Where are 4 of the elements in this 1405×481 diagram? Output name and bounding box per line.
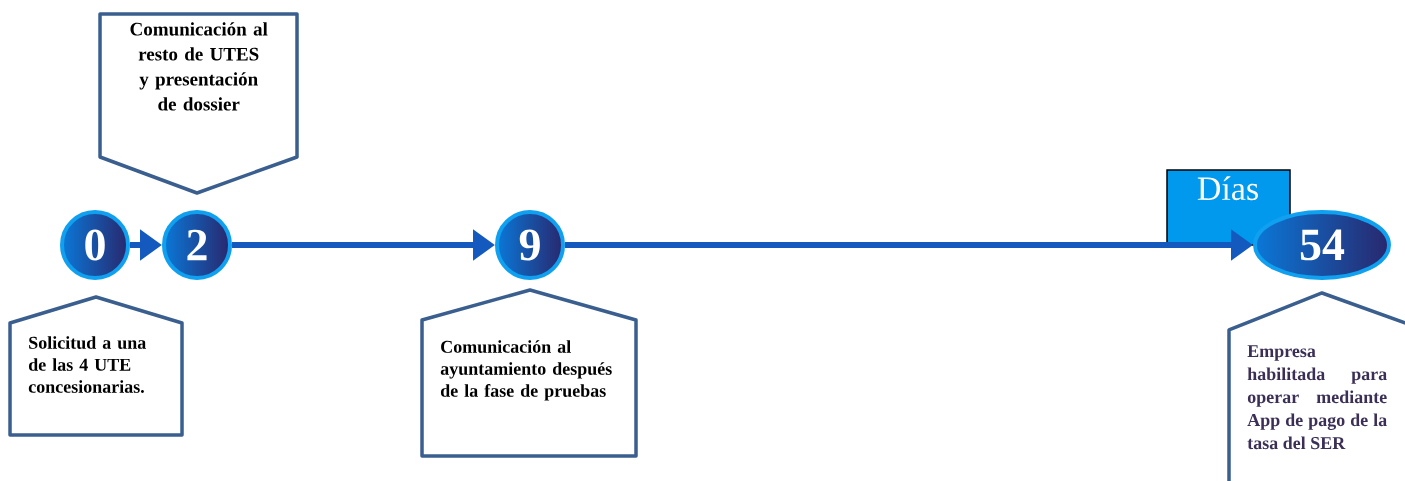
callout-box: Empresa habilitada para operar mediante App de pago de la tasa del SER [1227,291,1405,481]
callout-box: Comunicación al resto de UTES y presentación de dossier [98,12,299,195]
callout-box: Solicitud a una de las 4 UTE concesionarias. [8,295,184,437]
callout-box: Comunicación al ayuntamiento después de la fase de pruebas [420,288,638,458]
